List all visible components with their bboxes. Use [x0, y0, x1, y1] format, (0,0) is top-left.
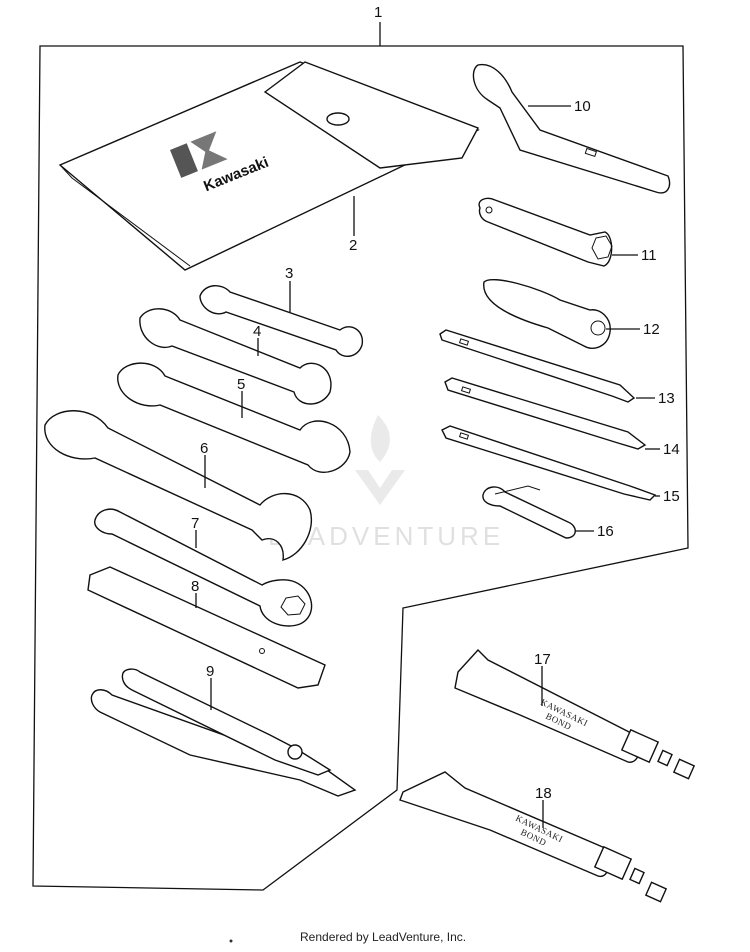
- flat-bar-8: [87, 566, 326, 689]
- callout-4: 4: [253, 323, 261, 340]
- callout-labels: 1 2 3 4 5 6 7 8 9 10 11 12 13 14 15 16 1…: [191, 4, 680, 802]
- screwdriver-13: [439, 329, 636, 403]
- callout-10: 10: [574, 98, 591, 115]
- bond-tube-17: KAWASAKI BOND: [454, 648, 696, 780]
- wrench-3: [199, 285, 364, 357]
- kit-outline: [32, 45, 689, 891]
- callout-16: 16: [597, 523, 614, 540]
- footer-credit: Rendered by LeadVenture, Inc.: [300, 930, 467, 944]
- callout-13: 13: [658, 390, 675, 407]
- wrench-6: [44, 410, 312, 561]
- box-wrench-7: [94, 508, 313, 627]
- socket-tool-11: [478, 197, 613, 267]
- callout-12: 12: [643, 321, 660, 338]
- callout-18: 18: [535, 785, 552, 802]
- callout-17: 17: [534, 651, 551, 668]
- callout-14: 14: [663, 441, 680, 458]
- bond-tube-18: KAWASAKI BOND: [399, 771, 668, 903]
- callout-15: 15: [663, 488, 680, 505]
- tool-pouch: Kawasaki: [58, 61, 480, 271]
- screwdriver-handle-12: [483, 278, 611, 350]
- callout-6: 6: [200, 440, 208, 457]
- wrench-5: [117, 362, 351, 473]
- callout-2: 2: [349, 237, 357, 254]
- screwdriver-14: [444, 377, 647, 450]
- callout-8: 8: [191, 578, 199, 595]
- callout-5: 5: [237, 376, 245, 393]
- leader-lines: [195, 105, 660, 828]
- callout-1: 1: [374, 4, 382, 21]
- dot-mark: [229, 939, 233, 943]
- callout-9: 9: [206, 663, 214, 680]
- callout-3: 3: [285, 265, 293, 282]
- pliers-9: [90, 668, 357, 797]
- callout-11: 11: [641, 247, 657, 264]
- wrench-4: [139, 308, 332, 405]
- screwdriver-15: [441, 425, 657, 501]
- hook-spanner-10: [472, 63, 671, 194]
- callout-7: 7: [191, 515, 199, 532]
